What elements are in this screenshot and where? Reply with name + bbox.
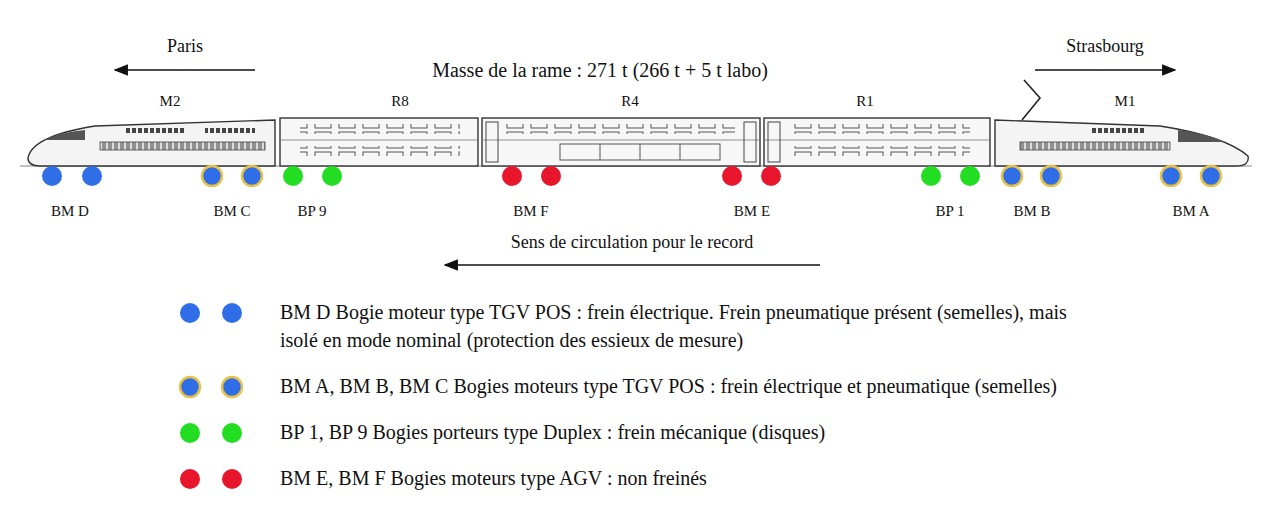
bogie-dots [42, 166, 1221, 186]
pantograph [1022, 80, 1040, 120]
direction-arrow [445, 264, 820, 266]
legend-swatch [175, 374, 255, 400]
legend-swatch [175, 300, 255, 326]
legend-swatch [175, 466, 255, 492]
trailer-car [280, 118, 478, 166]
record-direction-label: Sens de circulation pour le record [511, 232, 753, 254]
direction-arrow [115, 69, 255, 71]
bogie-name: BM B [1013, 202, 1050, 220]
direction-label: Strasbourg [1066, 36, 1144, 58]
legend-swatch [175, 420, 255, 446]
legend-text: BM A, BM B, BM C Bogies moteurs type TGV… [280, 372, 1057, 400]
bogie-name: BP 1 [935, 202, 964, 220]
direction-label: Paris [167, 36, 203, 58]
train-mass-title: Masse de la rame : 271 t (266 t + 5 t la… [432, 58, 768, 82]
car-name: R8 [391, 92, 409, 110]
legend-text: BM D Bogie moteur type TGV POS : frein é… [280, 298, 1090, 354]
power-car [28, 120, 275, 166]
power-car [995, 120, 1248, 166]
bogie-name: BP 9 [297, 202, 326, 220]
bogie-name: BM C [213, 202, 250, 220]
direction-arrow [1035, 69, 1175, 71]
bogie-name: BM A [1172, 202, 1209, 220]
car-name: M2 [160, 92, 181, 110]
car-name: M1 [1115, 92, 1136, 110]
lab-car [482, 118, 760, 166]
bogie-name: BM E [734, 202, 770, 220]
legend-text: BM E, BM F Bogies moteurs type AGV : non… [280, 464, 707, 492]
bogie-name: BM F [513, 202, 548, 220]
car-name: R4 [621, 92, 639, 110]
bogie-name: BM D [51, 202, 89, 220]
car-name: R1 [856, 92, 874, 110]
trailer-car [764, 118, 990, 166]
legend-text: BP 1, BP 9 Bogies porteurs type Duplex :… [280, 418, 825, 446]
